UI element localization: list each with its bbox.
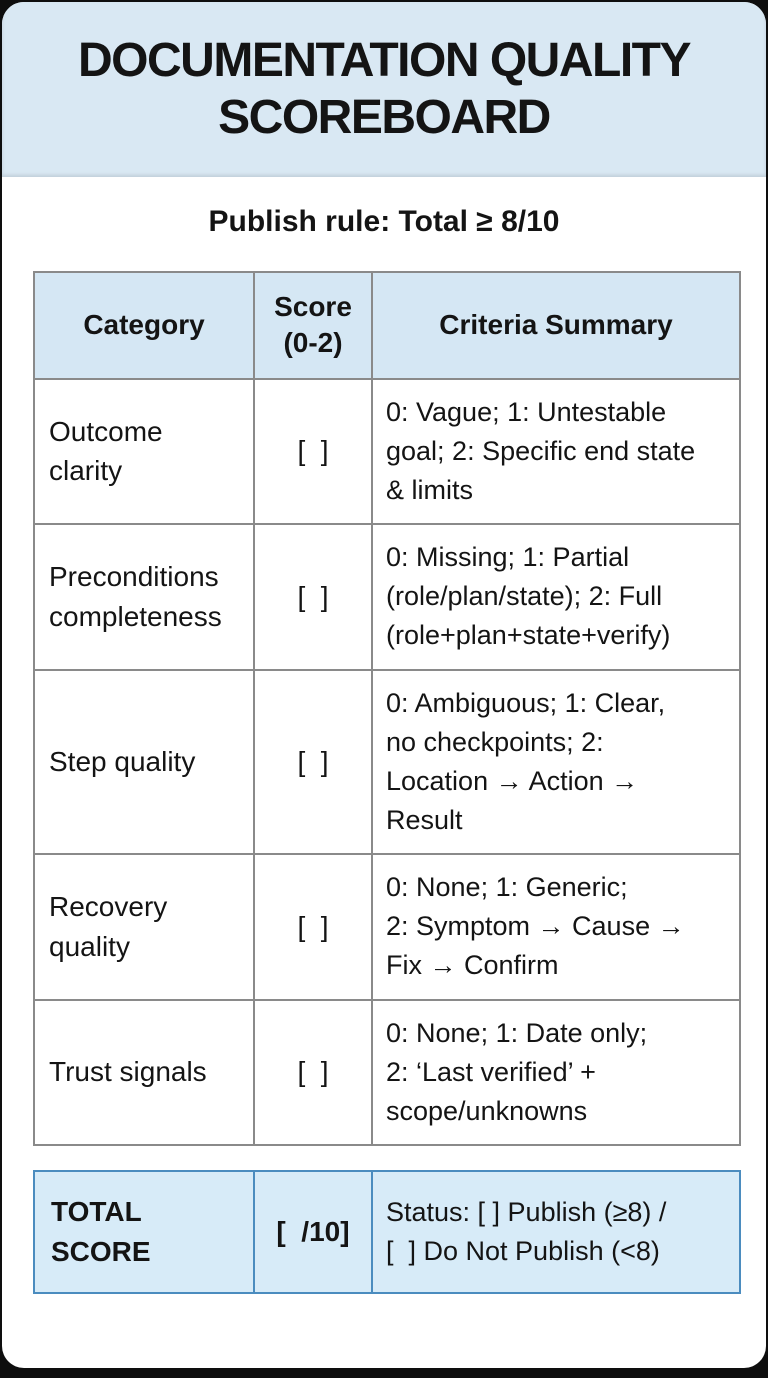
column-header-score: Score (0-2) (253, 271, 373, 380)
category-cell: Preconditions completeness (33, 523, 255, 671)
total-score-table: TOTAL SCORE [ /10] Status: [ ] Publish (… (33, 1170, 741, 1294)
column-header-category: Category (33, 271, 255, 380)
scoreboard-table: Category Score (0-2) Criteria Summary Ou… (33, 271, 741, 1147)
page-title: DOCUMENTATION QUALITY SCOREBOARD (78, 34, 692, 144)
category-cell: Step quality (33, 668, 255, 856)
category-cell: Outcome clarity (33, 377, 255, 526)
criteria-cell: 0: Missing; 1: Partial (role/plan/state)… (371, 523, 741, 671)
criteria-cell: 0: Ambiguous; 1: Clear, no checkpoints; … (371, 668, 741, 856)
publish-rule-text: Publish rule: Total ≥ 8/10 (208, 205, 560, 238)
total-label-cell: TOTAL SCORE (33, 1170, 255, 1294)
criteria-cell: 0: None; 1: Generic; 2: Symptom → Cause … (371, 853, 741, 1001)
table-row-trust-signals: Trust signals [ ] 0: None; 1: Date only;… (33, 998, 741, 1147)
score-cell: [ ] (253, 523, 373, 671)
score-cell: [ ] (253, 998, 373, 1147)
total-score-row: TOTAL SCORE [ /10] Status: [ ] Publish (… (33, 1170, 741, 1294)
score-cell: [ ] (253, 853, 373, 1001)
total-status-cell: Status: [ ] Publish (≥8) / [ ] Do Not Pu… (371, 1170, 741, 1294)
category-cell: Trust signals (33, 998, 255, 1147)
criteria-cell: 0: Vague; 1: Untestable goal; 2: Specifi… (371, 377, 741, 526)
category-cell: Recovery quality (33, 853, 255, 1001)
table-row-preconditions: Preconditions completeness [ ] 0: Missin… (33, 523, 741, 671)
table-row-outcome-clarity: Outcome clarity [ ] 0: Vague; 1: Untesta… (33, 377, 741, 526)
score-cell: [ ] (253, 668, 373, 856)
title-band: DOCUMENTATION QUALITY SCOREBOARD (2, 2, 766, 177)
column-header-criteria: Criteria Summary (371, 271, 741, 380)
table-row-step-quality: Step quality [ ] 0: Ambiguous; 1: Clear,… (33, 668, 741, 856)
table-row-recovery-quality: Recovery quality [ ] 0: None; 1: Generic… (33, 853, 741, 1001)
total-score-cell: [ /10] (253, 1170, 373, 1294)
table-header-row: Category Score (0-2) Criteria Summary (33, 271, 741, 380)
score-cell: [ ] (253, 377, 373, 526)
criteria-cell: 0: None; 1: Date only; 2: ‘Last verified… (371, 998, 741, 1147)
